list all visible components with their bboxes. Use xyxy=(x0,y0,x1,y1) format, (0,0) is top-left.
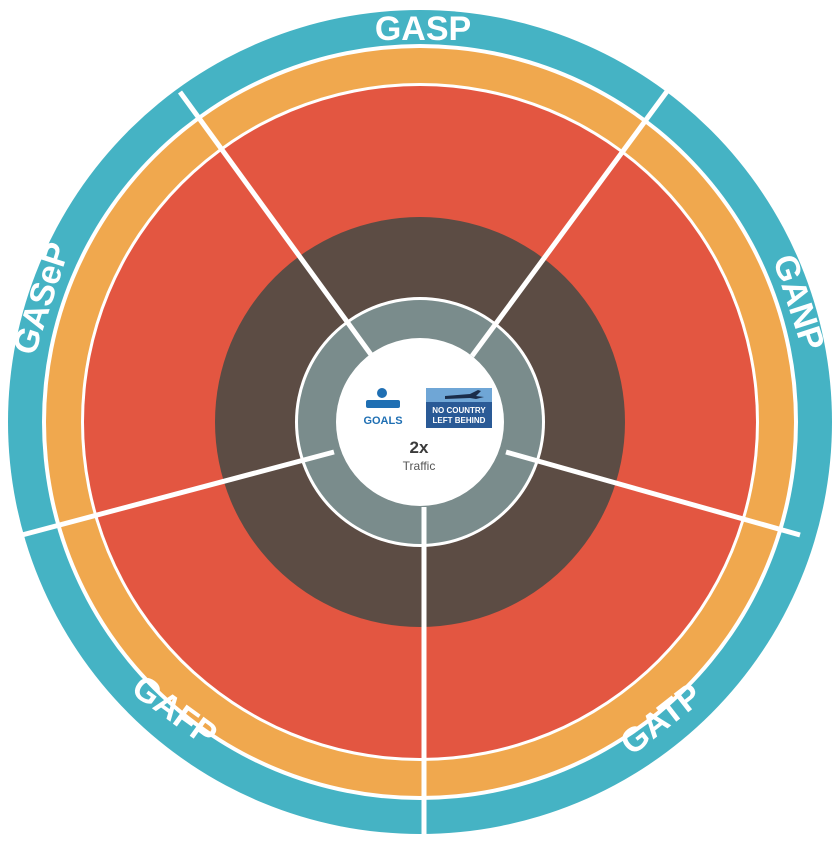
divider-upper-right xyxy=(469,88,671,358)
ncl-line1: NO COUNTRY xyxy=(432,406,486,415)
segment-dividers xyxy=(21,88,801,840)
un-emblem-icon xyxy=(377,388,387,398)
plan-label-gasp: GASP xyxy=(375,10,471,48)
goals-logo-text: GOALS xyxy=(363,415,402,427)
sustainable-goals-logo: GOALS xyxy=(363,388,403,427)
traffic-label: Traffic xyxy=(403,459,436,473)
airplane-icon xyxy=(445,390,484,399)
no-country-left-behind-logo: NO COUNTRY LEFT BEHIND xyxy=(426,388,492,428)
goals-logo-bar xyxy=(366,400,400,408)
traffic-multiplier: 2x xyxy=(410,438,429,457)
divider-right xyxy=(505,449,801,538)
ncl-line2: LEFT BEHIND xyxy=(433,416,486,425)
divider-upper-left xyxy=(177,90,375,358)
divider-left xyxy=(21,449,335,538)
center-circle xyxy=(336,338,504,506)
